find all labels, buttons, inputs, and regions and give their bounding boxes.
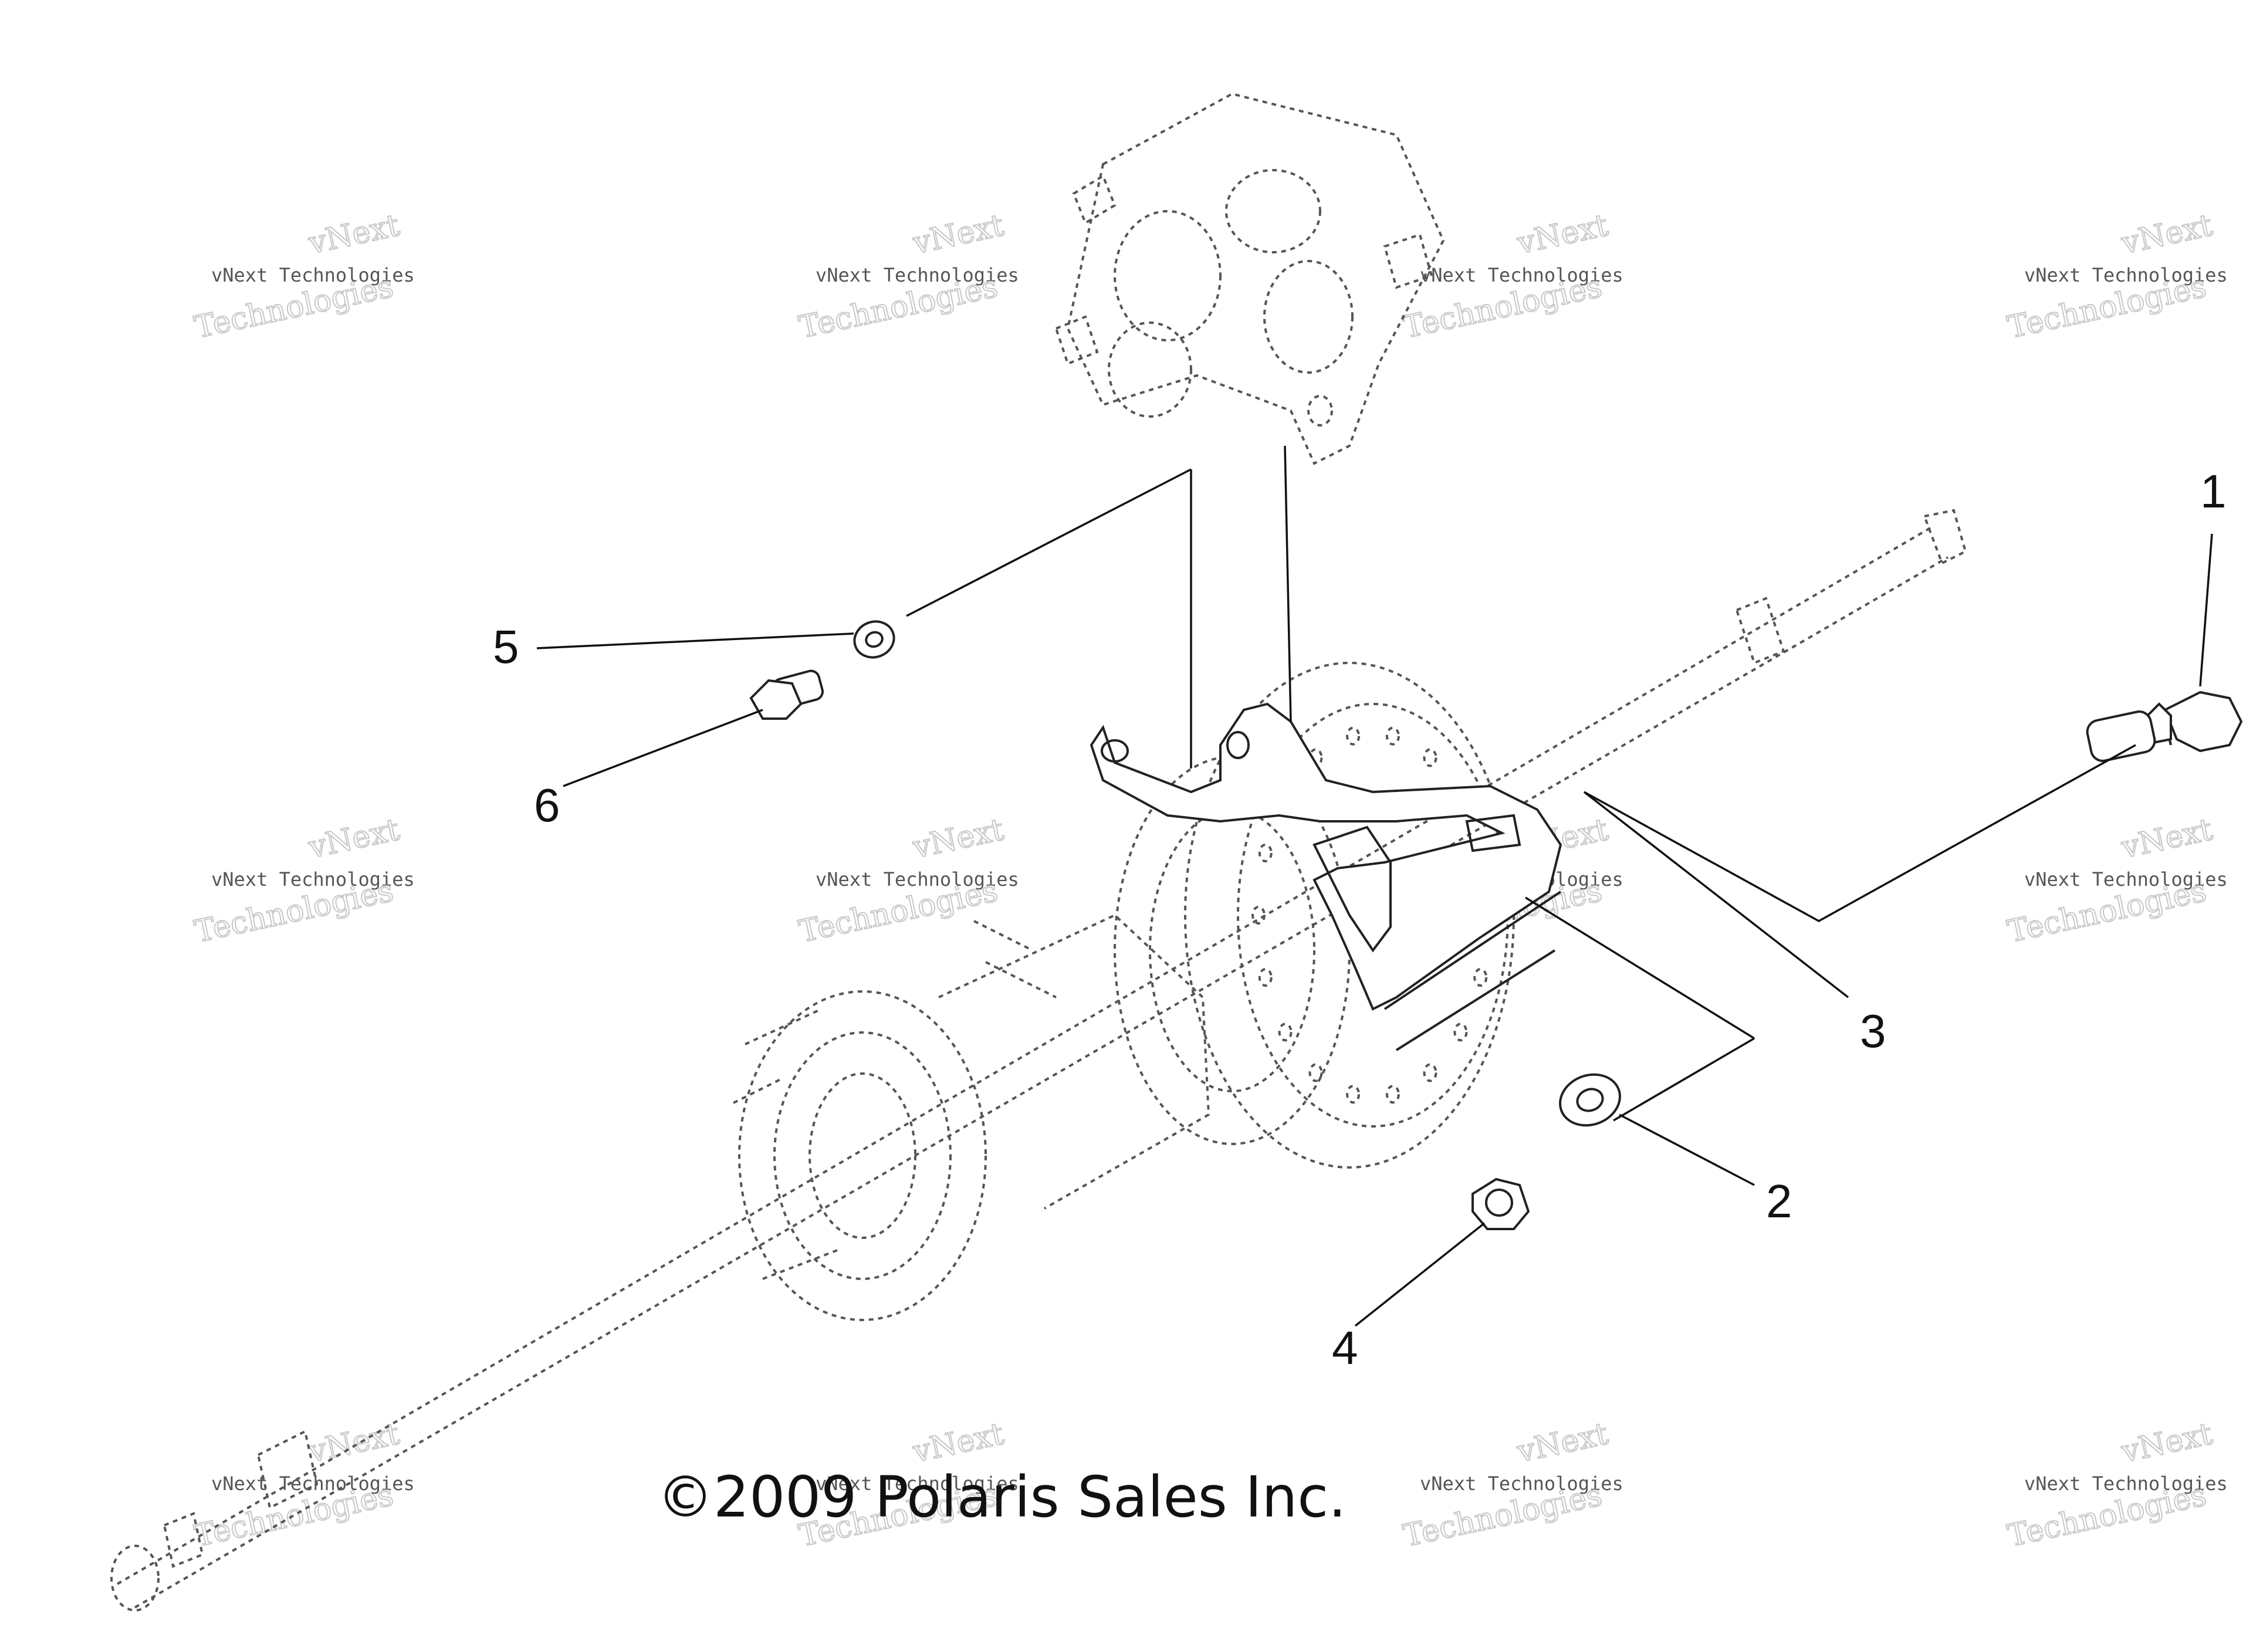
callout-5: 5 [493,621,519,673]
disc-hole [1308,1063,1323,1082]
disc-hole [1423,1063,1437,1082]
watermark-line-2: vNext Technologies [211,264,415,286]
watermark-line-2: vNext Technologies [2024,264,2228,286]
watermark-line-1: vNext [2118,812,2215,865]
watermark-line-1: vNext [1514,208,1611,261]
callout-2: 2 [1766,1175,1792,1227]
disc-hole [1423,748,1437,767]
watermark-line-2: vNext Technologies [1420,1472,1623,1495]
watermark-line-1: vNext [305,208,402,261]
callout-4: 4 [1332,1322,1358,1374]
watermark-line-1: vNext [2118,208,2215,261]
watermark-line-1: vNext [2118,1416,2215,1470]
watermark-line-2: vNext Technologies [2024,1472,2228,1495]
disc-hole [1346,726,1361,746]
watermark-line-2: vNext Technologies [816,264,1019,286]
callout-3: 3 [1860,1005,1886,1057]
caliper-bracket-part-3 [1090,702,1562,1051]
disc-hole [1385,1085,1400,1104]
watermark-line-1: vNext [909,1416,1007,1470]
watermark-line-2: vNext Technologies [816,868,1019,891]
leader-lines [536,445,2213,1327]
washer-part-5 [853,620,895,659]
nut-part-4 [1471,1177,1530,1230]
brake-caliper [1054,92,1445,465]
disc-hole [1453,1023,1468,1042]
watermark-line-1: vNext [305,812,402,865]
watermark-line-2: vNext Technologies [211,868,415,891]
watermark-line-1: vNext [909,208,1007,261]
disc-hole [1278,1023,1293,1042]
watermark-line-2: vNext Technologies [816,1472,1019,1495]
copyright-notice: ©2009 Polaris Sales Inc. [657,1464,1347,1530]
axle-shaft [110,509,1967,1612]
watermark-line-1: vNext [1514,1416,1611,1470]
washer-part-2 [1559,1073,1621,1127]
watermark-line-2: vNext Technologies [1420,264,1623,286]
disc-hole [1251,906,1266,925]
watermark-line-1: vNext [909,812,1007,865]
disc-hole [1346,1085,1361,1104]
bolt-part-6 [749,669,824,720]
callout-numbers: 1 2 3 4 5 6 [493,465,2227,1374]
disc-hole [1258,844,1273,862]
bolt-part-1 [2086,690,2243,762]
disc-hole [1258,968,1273,987]
watermark-line-2: vNext Technologies [2024,868,2228,891]
callout-1: 1 [2200,465,2227,517]
disc-hole [1473,968,1488,987]
disc-hole [1385,726,1400,746]
callout-6: 6 [534,779,560,831]
watermark-line-2: vNext Technologies [211,1472,415,1495]
